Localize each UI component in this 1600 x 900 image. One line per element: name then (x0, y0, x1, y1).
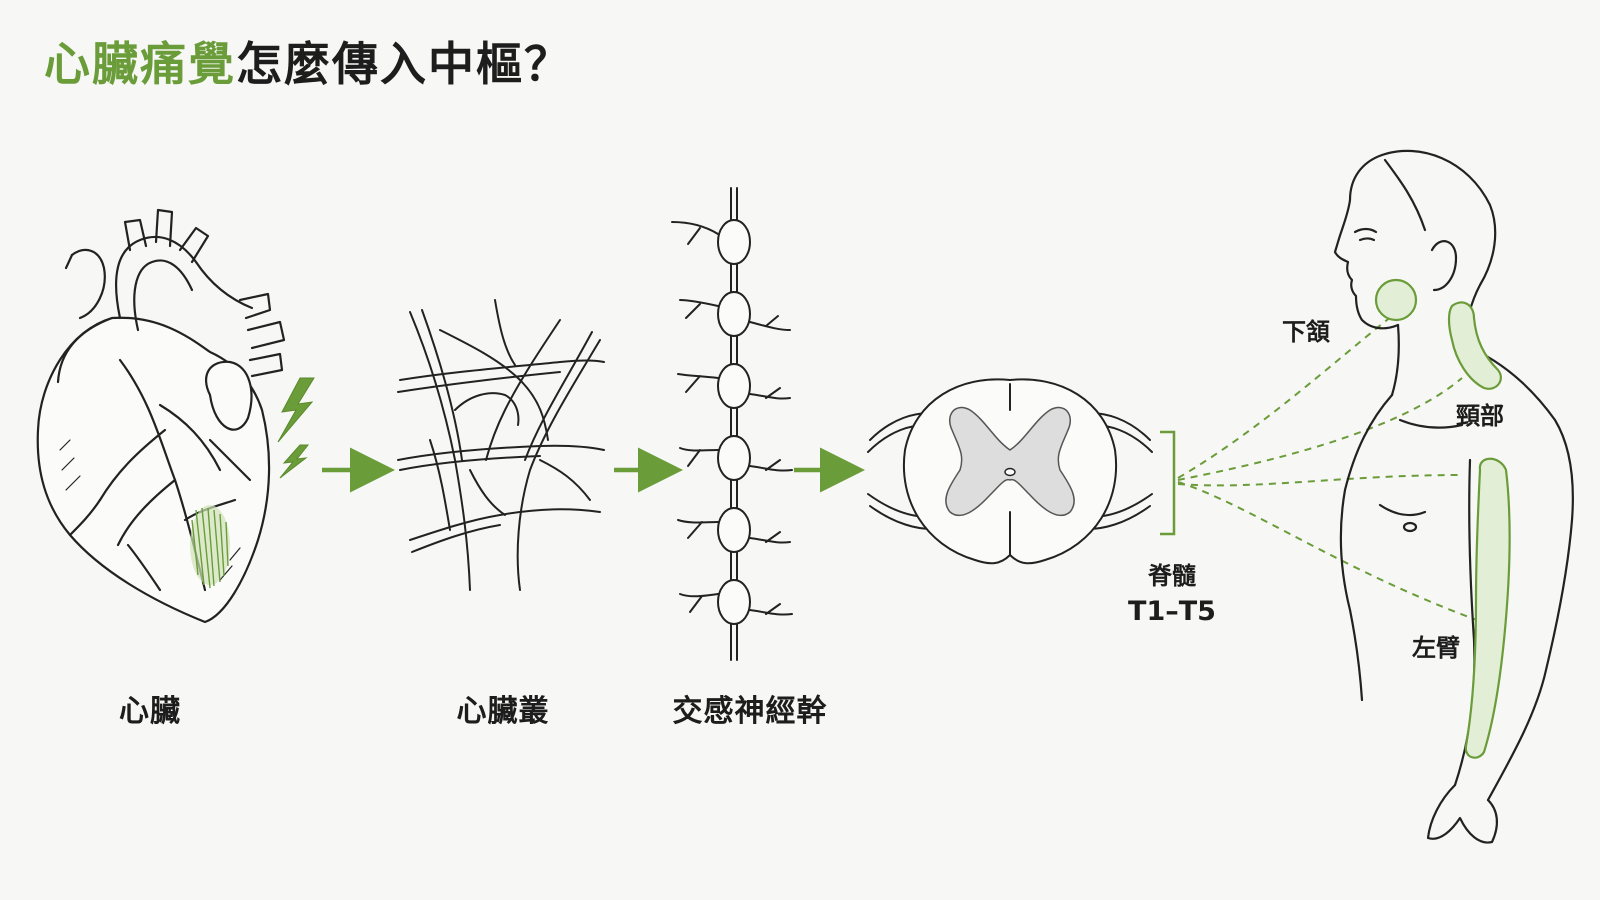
label-jaw: 下頷 (1282, 318, 1330, 346)
cardiac-plexus-illustration (397, 299, 605, 591)
label-spinal-segment: T1–T5 (1128, 596, 1216, 627)
label-heart: 心臟 (119, 694, 181, 729)
left-arm-region (1464, 457, 1511, 759)
referred-pain-regions (1374, 278, 1511, 759)
jaw-region (1374, 278, 1418, 322)
heart-pain-region (190, 505, 230, 589)
label-cardiac-plexus: 心臟叢 (456, 694, 550, 729)
human-figure-illustration (1333, 149, 1574, 844)
spinal-segment-bracket (1160, 430, 1176, 536)
label-sympathetic-trunk: 交感神經幹 (672, 694, 828, 729)
title-highlight: 心臟痛覺 (44, 37, 236, 91)
label-spinal-cord: 脊髓 (1148, 562, 1196, 590)
referred-pain-lines (1177, 315, 1483, 623)
spinal-cord-illustration (867, 378, 1153, 565)
page-title: 心臟痛覺怎麼傳入中樞？ (44, 28, 572, 94)
title-rest: 怎麼傳入中樞？ (236, 37, 572, 91)
label-neck: 頸部 (1456, 402, 1504, 430)
neck-region (1447, 301, 1502, 390)
label-left-arm: 左臂 (1412, 634, 1460, 662)
sympathetic-trunk-illustration (671, 187, 793, 661)
heart-illustration (36, 208, 286, 624)
lightning-icon (277, 377, 315, 479)
